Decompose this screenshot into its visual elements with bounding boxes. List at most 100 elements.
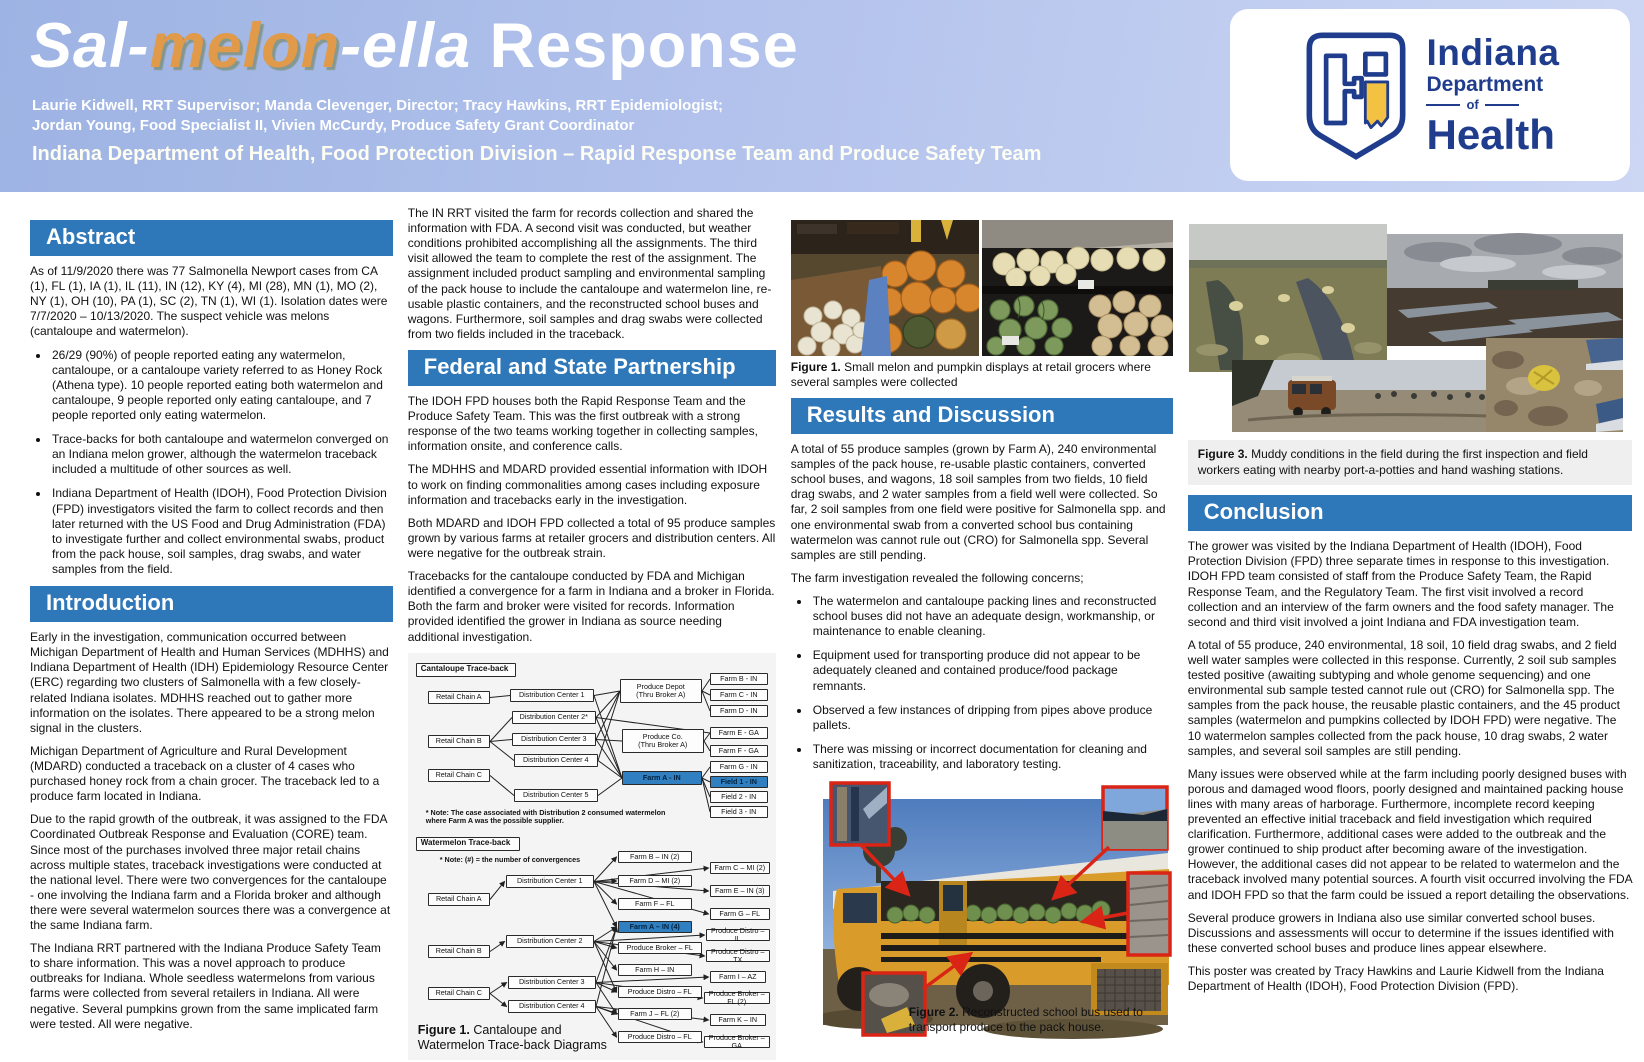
- diagram-node: Produce Depot (Thru Broker A): [619, 678, 702, 703]
- figure-caption-text: Small melon and pumpkin displays at reta…: [790, 360, 1151, 389]
- diagram-node: Farm G - IN: [709, 760, 768, 773]
- diagram-node: Distribution Center 3: [511, 732, 596, 746]
- diagram-node: Retail Chain C: [427, 768, 490, 782]
- abstract-bullet: Indiana Department of Health (IDOH), Foo…: [50, 486, 393, 577]
- figure-caption-text: Muddy conditions in the field during the…: [1197, 447, 1588, 477]
- diagram-node: Retail Chain C: [427, 986, 490, 1000]
- abstract-bullet: Trace-backs for both cantaloupe and wate…: [50, 432, 393, 477]
- results-bullet: There was missing or incorrect documenta…: [811, 742, 1173, 772]
- conclusion-paragraph: This poster was created by Tracy Hawkins…: [1187, 964, 1604, 994]
- watermelon-traceback-diagram: Watermelon Trace-back* Note: (#) = the n…: [414, 835, 770, 1053]
- diagram-node: Farm C – MI (2): [709, 861, 770, 874]
- conclusion-paragraph: Several produce growers in Indiana also …: [1187, 910, 1614, 955]
- diagram-node: Distribution Center 3: [507, 975, 596, 989]
- diagram-node: Farm G – FL: [709, 907, 770, 920]
- pumpkin-display-photo: [790, 220, 979, 356]
- diagram-node: Field 3 - IN: [709, 805, 768, 818]
- diagram-node: Distribution Center 1: [509, 688, 594, 702]
- diagram-node: Retail Chain B: [427, 944, 490, 958]
- partnership-paragraph: The MDHHS and MDARD provided essential i…: [407, 462, 768, 507]
- conclusion-paragraph: A total of 55 produce, 240 environmental…: [1187, 637, 1621, 758]
- idoh-logo-text: Indiana Department of Health: [1426, 34, 1559, 156]
- diagram-node: Farm D - IN: [709, 704, 768, 717]
- diagram-node: Produce Distro – FL: [617, 985, 702, 998]
- results-concerns-intro: The farm investigation revealed the foll…: [790, 570, 1084, 585]
- figure3-field-collage: [1188, 224, 1623, 432]
- abstract-bullets: 26/29 (90%) of people reported eating an…: [30, 348, 393, 578]
- diagram-node: Farm H – IN: [617, 963, 692, 976]
- conclusion-paragraph: The grower was visited by the Indiana De…: [1187, 539, 1614, 629]
- figure-label: Figure 2.: [908, 1005, 959, 1020]
- column-partnership: The IN RRT visited the farm for records …: [407, 206, 776, 1060]
- introduction-paragraph: Michigan Department of Agriculture and R…: [30, 743, 380, 804]
- diagram-node: Distribution Center 4: [507, 999, 596, 1013]
- figure-caption-text: Cantaloupe and Watermelon Trace-back Dia…: [417, 1022, 607, 1053]
- results-paragraph: A total of 55 produce samples (grown by …: [790, 442, 1166, 562]
- melon-shelf-photo: [981, 220, 1173, 356]
- diagram-node: Distribution Center 2: [505, 934, 594, 948]
- diagram-node: Farm D – MI (2): [617, 874, 692, 887]
- diagram-node: Field 1 - IN: [709, 775, 768, 788]
- abstract-heading: Abstract: [30, 220, 393, 256]
- diagram-node: Retail Chain A: [427, 690, 490, 704]
- diagram-node: Farm E – IN (3): [709, 884, 770, 897]
- diagram-node: Farm F – FL: [617, 897, 692, 910]
- diagram-node: Retail Chain B: [427, 734, 490, 748]
- diagram-node: Retail Chain A: [427, 892, 490, 906]
- authors-line1: Laurie Kidwell, RRT Supervisor; Manda Cl…: [32, 97, 723, 114]
- logo-line3: of: [1426, 98, 1559, 111]
- diagram-node: Farm C - IN: [709, 688, 768, 701]
- authors-line2: Jordan Young, Food Specialist II, Vivien…: [32, 117, 635, 135]
- logo-line1: Indiana: [1426, 32, 1560, 73]
- title-melon: melon: [149, 11, 341, 81]
- figure-caption-text: Reconstructed school bus used to transpo…: [908, 1005, 1143, 1035]
- introduction-heading: Introduction: [30, 586, 393, 623]
- farm-visits-paragraph: The IN RRT visited the farm for records …: [407, 206, 772, 341]
- school-bus-photo: [822, 781, 1172, 1040]
- diagram-node: Produce Distro –TX: [705, 947, 770, 963]
- diagram-node: Distribution Center 1: [505, 874, 594, 888]
- conclusion-paragraph: Many issues were observed while at the f…: [1187, 766, 1632, 902]
- figure1-diagrams-caption: Figure 1. Cantaloupe and Watermelon Trac…: [418, 1023, 618, 1054]
- title-part2: -ella: [340, 11, 472, 81]
- diagram-node: Produce Distro – IL: [705, 926, 770, 942]
- poster-header: Sal-melon-ella Response Laurie Kidwell, …: [0, 0, 1644, 192]
- figure1-photos: [790, 220, 1173, 356]
- diagram-node: Produce Distro – FL: [617, 1030, 702, 1043]
- abstract-intro: As of 11/9/2020 there was 77 Salmonella …: [30, 264, 388, 339]
- figure3-caption: Figure 3. Muddy conditions in the field …: [1187, 440, 1632, 486]
- results-heading: Results and Discussion: [790, 398, 1173, 434]
- partnership-heading: Federal and State Partnership: [407, 349, 776, 386]
- title-part1: Sal-: [30, 11, 150, 81]
- diagram-node: Farm A – IN (4): [617, 920, 692, 933]
- diagram-node: Farm B - IN: [709, 672, 768, 685]
- introduction-paragraph: Due to the rapid growth of the outbreak,…: [30, 812, 391, 933]
- diagram-node: Distribution Center 4: [513, 753, 598, 767]
- partnership-paragraph: Tracebacks for the cantaloupe conducted …: [407, 569, 775, 644]
- diagram-node: Produce Co. (Thru Broker A): [621, 728, 704, 753]
- figure-label: Figure 1.: [417, 1022, 470, 1037]
- diagram-node: Farm E - GA: [709, 726, 768, 739]
- partnership-paragraph: Both MDARD and IDOH FPD collected a tota…: [407, 515, 776, 560]
- figure2-caption: Figure 2. Reconstructed school bus used …: [909, 1005, 1147, 1035]
- diagram-node: Produce Broker – FL: [617, 941, 702, 954]
- logo-line2: Department: [1426, 73, 1544, 96]
- poster-title: Sal-melon-ella Response: [30, 10, 799, 82]
- diagram-note: * Note: (#) = the number of convergences: [439, 854, 581, 864]
- column-results: Figure 1. Small melon and pumpkin displa…: [790, 206, 1173, 1060]
- results-bullet: Equipment used for transporting produce …: [811, 648, 1173, 693]
- abstract-bullet: 26/29 (90%) of people reported eating an…: [50, 348, 393, 424]
- results-bullet: The watermelon and cantaloupe packing li…: [811, 594, 1173, 639]
- conclusion-heading: Conclusion: [1187, 495, 1632, 532]
- diagram-node: Field 2 - IN: [709, 790, 768, 803]
- figure-label: Figure 1.: [790, 360, 841, 374]
- diagram-node: Farm J – FL (2): [617, 1007, 692, 1020]
- figure1-photos-caption: Figure 1. Small melon and pumpkin displa…: [791, 360, 1173, 390]
- column-conclusion: Figure 3. Muddy conditions in the field …: [1187, 206, 1632, 1060]
- idoh-logo: Indiana Department of Health: [1230, 9, 1630, 181]
- diagram-note: * Note: The case associated with Distrib…: [425, 807, 666, 826]
- partnership-paragraph: The IDOH FPD houses both the Rapid Respo…: [407, 393, 758, 454]
- diagram-node: Farm F - GA: [709, 744, 768, 757]
